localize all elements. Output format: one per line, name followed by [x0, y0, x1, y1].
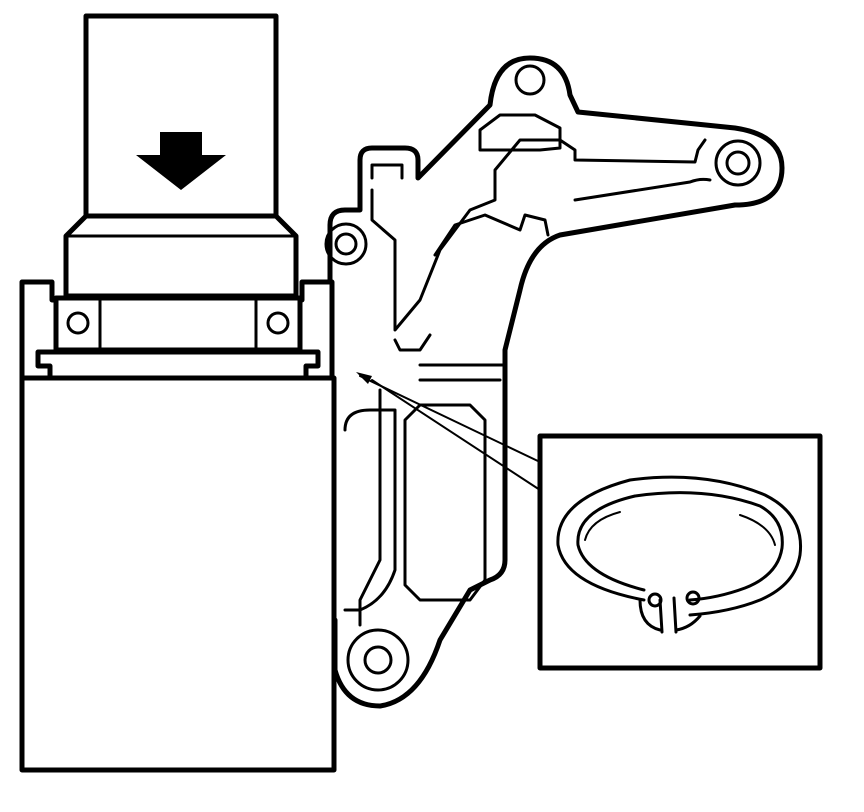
bracket-housing	[324, 55, 785, 709]
support-block	[19, 375, 337, 773]
down-arrow-icon	[136, 132, 226, 190]
bearing-assembly	[19, 279, 335, 381]
callout-leader	[356, 372, 541, 491]
bearing-ball-right	[266, 311, 290, 335]
snap-ring-detail	[537, 433, 823, 671]
bearing-ball-left	[66, 311, 90, 335]
